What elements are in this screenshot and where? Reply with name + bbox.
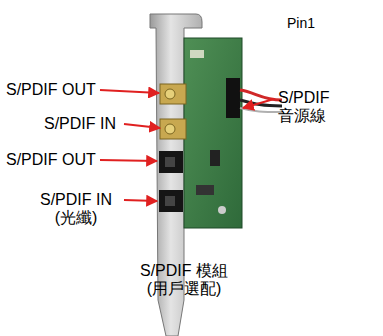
connector-label: S/PDIF OUT bbox=[6, 151, 102, 169]
pin-label: Pin1 bbox=[287, 14, 347, 32]
connector-label: S/PDIF IN (光纖) bbox=[30, 191, 122, 227]
caption: S/PDIF 模組 (用戶選配) bbox=[128, 262, 240, 298]
cable-label: S/PDIF 音源線 bbox=[278, 89, 340, 125]
connector-label: S/PDIF OUT bbox=[6, 81, 102, 99]
connector-label: S/PDIF IN bbox=[44, 115, 124, 133]
